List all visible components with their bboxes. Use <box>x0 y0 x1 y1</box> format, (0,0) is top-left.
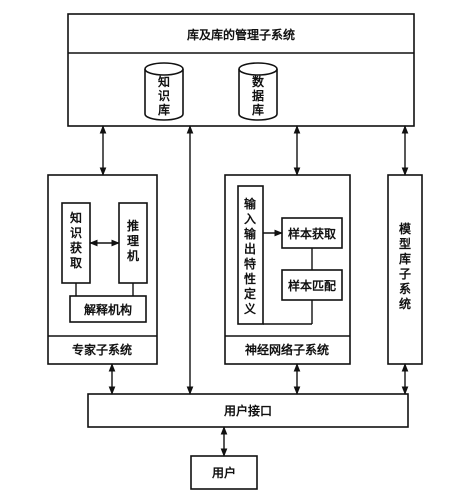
expert-subsystem: 专家子系统 知 识 获 取 推 理 机 解释机构 <box>47 174 158 365</box>
model-library-char-6: 统 <box>399 296 411 311</box>
knowledge-base-label-char-3: 库 <box>158 102 170 117</box>
neural-network-title: 神经网络子系统 <box>245 342 329 357</box>
model-library-char-3: 库 <box>399 251 411 266</box>
io-definition-box <box>237 185 264 325</box>
knowledge-acquisition-char-4: 取 <box>70 256 82 270</box>
model-library-subsystem: 模 型 库 子 系 统 <box>387 174 423 365</box>
io-definition-char-3: 输 <box>244 226 257 241</box>
model-library-char-5: 系 <box>399 281 411 296</box>
io-definition-char-8: 义 <box>243 301 257 316</box>
io-definition-char-5: 特 <box>244 256 256 271</box>
explanation-label: 解释机构 <box>84 302 132 317</box>
knowledge-base-label-char-1: 知 <box>157 74 170 89</box>
inference-engine-char-1: 推 <box>127 218 139 233</box>
user-block: 用户 <box>190 455 258 490</box>
database-cylinder-top <box>238 62 278 76</box>
knowledge-acquisition-char-3: 获 <box>69 240 82 255</box>
database-label-char-1: 数 <box>252 74 265 89</box>
knowledge-base-cylinder-body <box>144 69 184 121</box>
knowledge-acquisition-char-2: 识 <box>70 226 82 240</box>
sample-acquisition-box <box>281 217 343 249</box>
database-cylinder-body <box>238 69 278 121</box>
user-label: 用户 <box>211 465 236 480</box>
model-library-char-4: 子 <box>399 267 411 281</box>
database-label-char-3: 库 <box>252 102 264 117</box>
neural-network-subsystem: 神经网络子系统 输 入 输 出 特 性 定 义 样本获取 样本匹配 <box>224 174 351 365</box>
io-definition-char-7: 定 <box>244 286 256 301</box>
library-management-title: 库及库的管理子系统 <box>187 27 295 42</box>
knowledge-base-cylinder: 知 识 库 <box>144 62 184 121</box>
sample-matching-box <box>281 269 343 301</box>
io-definition-char-6: 性 <box>243 271 256 286</box>
sample-matching-label: 样本匹配 <box>288 278 336 293</box>
knowledge-base-cylinder-top <box>144 62 184 76</box>
explanation-box <box>69 295 147 323</box>
knowledge-base-label-char-2: 识 <box>158 89 170 103</box>
knowledge-acquisition-char-1: 知 <box>69 210 82 225</box>
io-definition-char-1: 输 <box>244 196 257 211</box>
sample-acquisition-label: 样本获取 <box>288 226 336 241</box>
expert-subsystem-title: 专家子系统 <box>72 342 132 357</box>
inference-engine-char-2: 理 <box>127 234 139 248</box>
database-cylinder: 数 据 库 <box>238 62 278 121</box>
user-interface-label: 用户接口 <box>223 403 272 418</box>
user-interface-box <box>87 393 409 428</box>
database-label-char-2: 据 <box>252 88 264 103</box>
io-definition-char-2: 入 <box>244 212 256 226</box>
inference-engine-char-3: 机 <box>127 248 139 263</box>
user-interface-block: 用户接口 <box>87 393 409 428</box>
io-definition-char-4: 出 <box>244 241 256 256</box>
model-library-char-1: 模 <box>399 221 412 236</box>
model-library-char-2: 型 <box>399 236 411 251</box>
user-box <box>190 455 258 490</box>
